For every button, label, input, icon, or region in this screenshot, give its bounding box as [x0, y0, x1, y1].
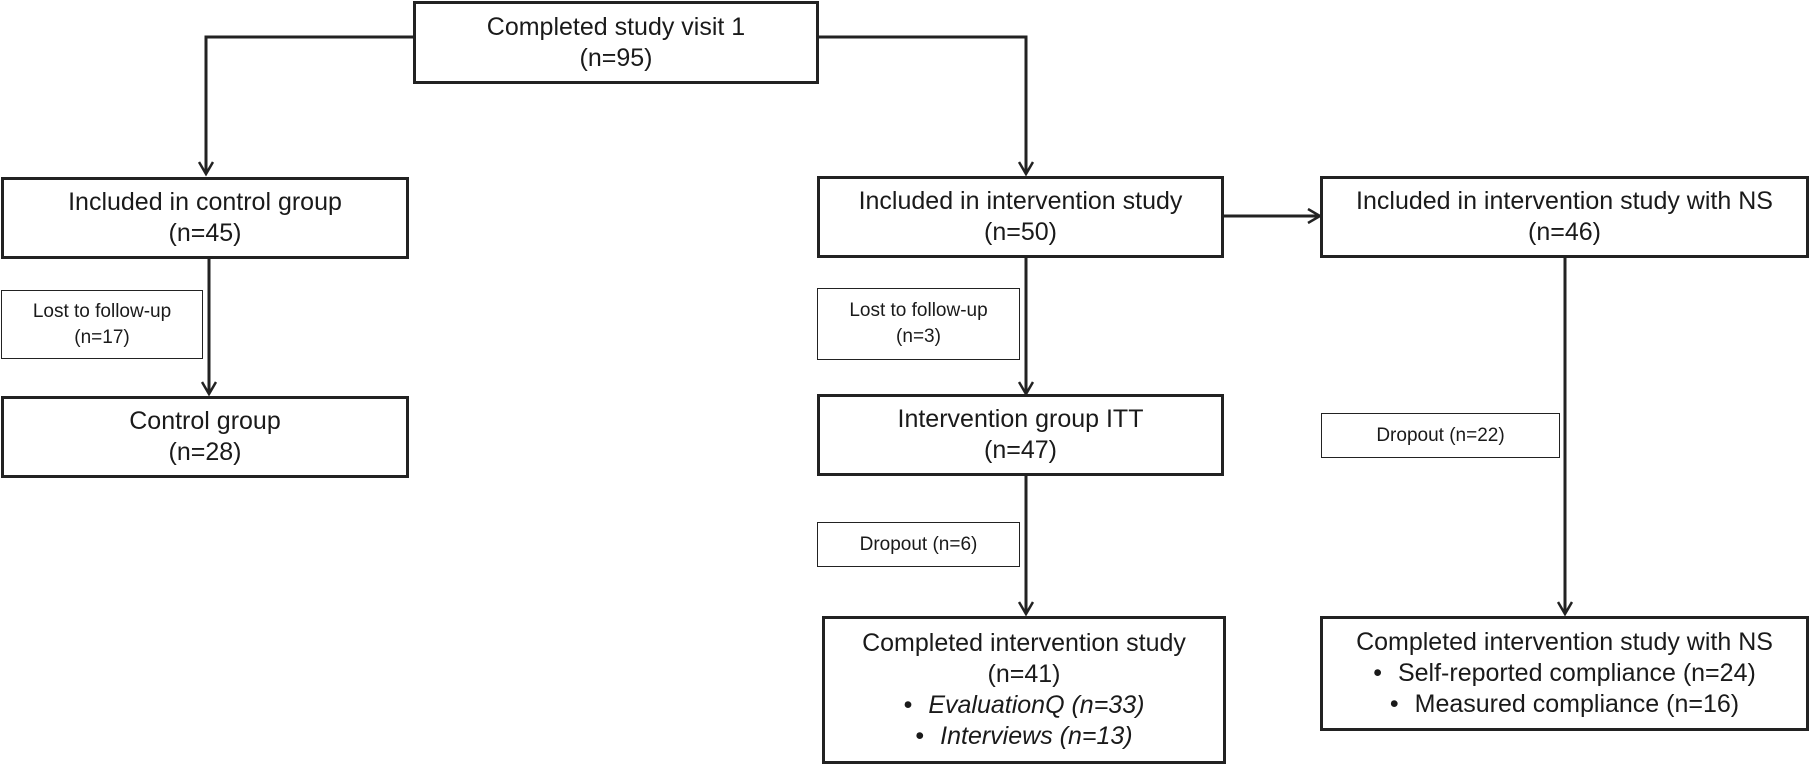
- note-count: (n=3): [896, 326, 941, 347]
- bullet-item-interviews: Interviews (n=13): [904, 721, 1145, 752]
- note-intervention-dropout: Dropout (n=6): [817, 522, 1020, 567]
- node-count: (n=45): [168, 219, 242, 247]
- note-label: Dropout (n=6): [859, 533, 978, 555]
- note-count: (n=17): [74, 326, 130, 348]
- compliance-list: Self-reported compliance (n=24) Measured…: [1373, 658, 1756, 720]
- node-ns-included: Included in intervention study with NS (…: [1320, 176, 1809, 258]
- node-count: (n=41): [987, 660, 1061, 688]
- node-title: Completed study visit 1: [486, 12, 746, 41]
- node-intervention-completed: Completed intervention study (n=41) Eval…: [822, 616, 1226, 764]
- node-count: (n=28): [168, 438, 242, 466]
- node-count: (n=47): [984, 436, 1057, 464]
- node-ns-completed: Completed intervention study with NS Sel…: [1320, 616, 1809, 731]
- node-title: Included in control group: [68, 188, 342, 216]
- node-title: Control group: [129, 407, 281, 435]
- note-control-lost-to-follow-up: Lost to follow-up (n=17): [1, 290, 203, 359]
- bullet-item-self-reported: Self-reported compliance (n=24): [1373, 658, 1756, 689]
- node-title: Completed intervention study with NS: [1356, 628, 1773, 656]
- node-control-group: Control group (n=28): [1, 396, 409, 478]
- node-count: (n=46): [1528, 218, 1601, 246]
- bullet-item-measured: Measured compliance (n=16): [1373, 689, 1756, 720]
- note-label: Dropout (n=22): [1376, 424, 1505, 446]
- node-title: Intervention group ITT: [897, 405, 1144, 433]
- arrow-visit1-to-control: [206, 35, 413, 174]
- bullet-item-evaluationq: EvaluationQ (n=33): [904, 690, 1144, 721]
- arrow-visit1-to-intervention: [817, 35, 1026, 174]
- note-title: Lost to follow-up: [849, 300, 988, 321]
- outcome-list: EvaluationQ (n=33) Interviews (n=13): [904, 690, 1145, 752]
- node-intervention-itt: Intervention group ITT (n=47): [817, 394, 1224, 476]
- node-count: (n=50): [984, 218, 1057, 246]
- note-title: Lost to follow-up: [32, 300, 172, 322]
- node-title: Included in intervention study with NS: [1356, 187, 1773, 215]
- node-intervention-included: Included in intervention study (n=50): [817, 176, 1224, 258]
- node-completed-visit1: Completed study visit 1 (n=95): [413, 1, 819, 84]
- note-ns-dropout: Dropout (n=22): [1321, 413, 1560, 458]
- node-title: Included in intervention study: [858, 187, 1183, 215]
- node-title: Completed intervention study: [862, 629, 1186, 657]
- note-intervention-lost-to-follow-up: Lost to follow-up (n=3): [817, 288, 1020, 360]
- node-control-included: Included in control group (n=45): [1, 177, 409, 259]
- node-count: (n=95): [579, 43, 653, 72]
